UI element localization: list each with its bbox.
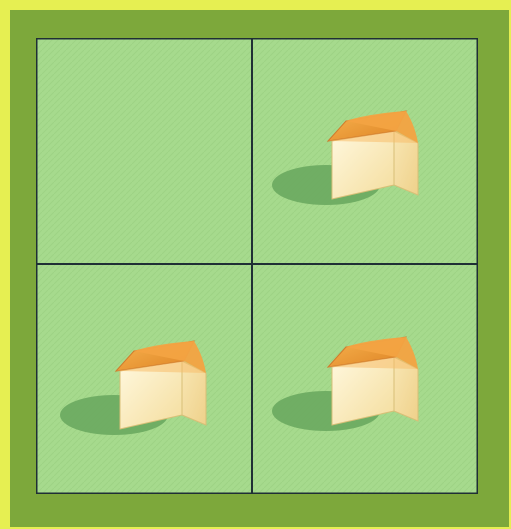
cell-top-left [38,40,250,262]
cell-top-right [254,40,476,262]
field-grid [36,38,478,494]
cell-bottom-left [38,266,250,492]
cell-bottom-right [254,266,476,492]
